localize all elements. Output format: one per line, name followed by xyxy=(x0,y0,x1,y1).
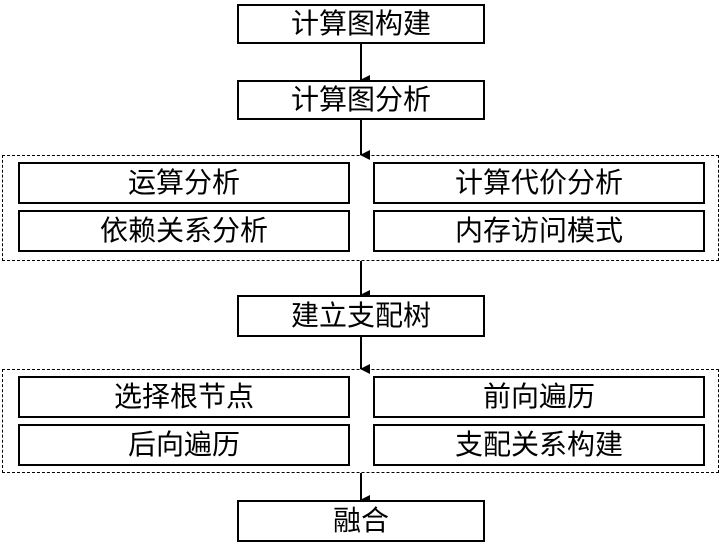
item-backward-traversal: 后向遍历 xyxy=(18,424,350,466)
item-label: 后向遍历 xyxy=(127,428,240,461)
item-label: 计算代价分析 xyxy=(454,166,623,199)
item-label: 内存访问模式 xyxy=(454,214,623,247)
item-label: 支配关系构建 xyxy=(454,428,623,461)
item-select-root: 选择根节点 xyxy=(18,376,350,418)
step-compute-graph-build: 计算图构建 xyxy=(237,4,485,44)
step-fusion: 融合 xyxy=(237,500,485,542)
item-dominance-build: 支配关系构建 xyxy=(373,424,705,466)
item-cost-analysis: 计算代价分析 xyxy=(373,162,705,204)
step-label: 计算图分析 xyxy=(290,83,431,116)
step-label: 计算图构建 xyxy=(290,7,431,40)
dominator-group xyxy=(2,369,719,473)
item-label: 运算分析 xyxy=(127,166,240,199)
item-forward-traversal: 前向遍历 xyxy=(373,376,705,418)
item-memory-access-pattern: 内存访问模式 xyxy=(373,210,705,252)
step-compute-graph-analysis: 计算图分析 xyxy=(237,80,485,120)
analysis-group xyxy=(2,155,719,261)
step-label: 建立支配树 xyxy=(290,299,431,332)
item-label: 选择根节点 xyxy=(113,380,254,413)
step-label: 融合 xyxy=(332,504,389,537)
item-label: 依赖关系分析 xyxy=(99,214,268,247)
item-dependency-analysis: 依赖关系分析 xyxy=(18,210,350,252)
step-build-dominator-tree: 建立支配树 xyxy=(237,295,485,337)
item-operation-analysis: 运算分析 xyxy=(18,162,350,204)
item-label: 前向遍历 xyxy=(482,380,595,413)
